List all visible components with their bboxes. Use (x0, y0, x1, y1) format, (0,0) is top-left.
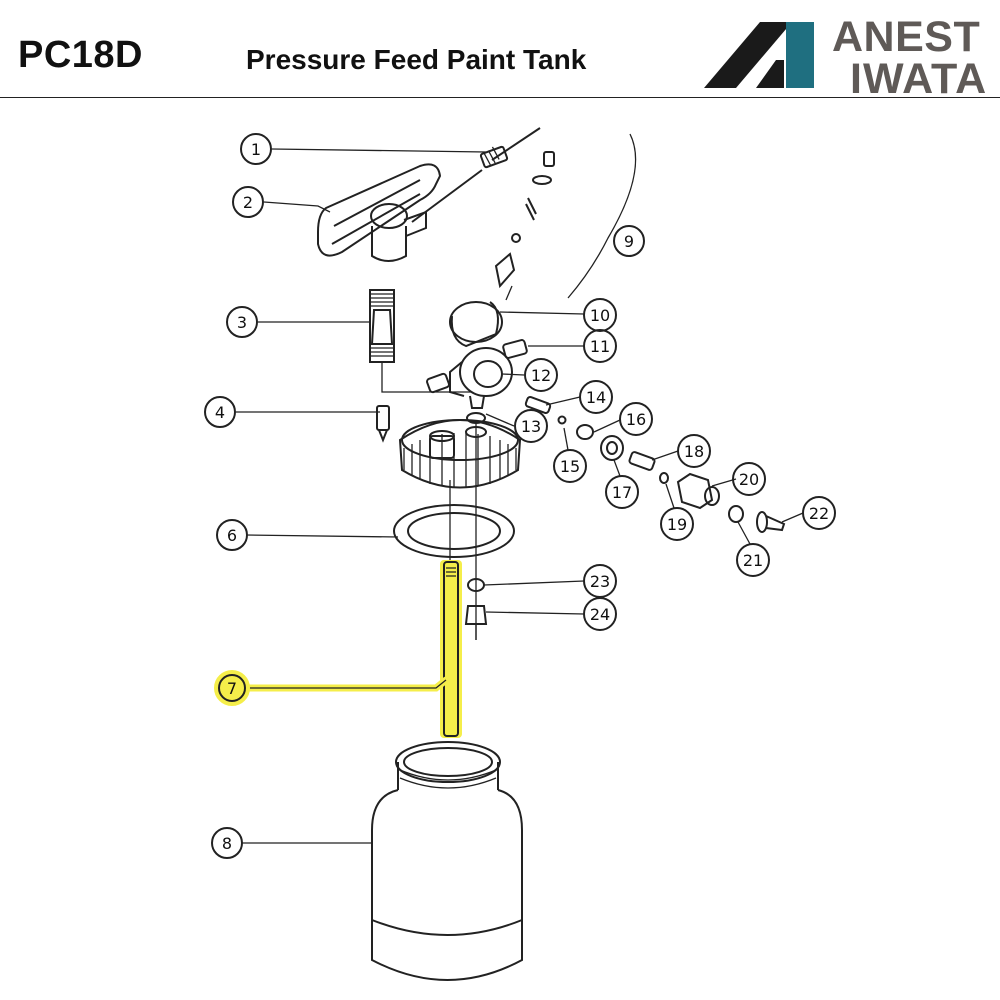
part-6-gasket-icon (393, 504, 515, 558)
callout-21: 21 (736, 543, 770, 577)
svg-text:9: 9 (624, 232, 634, 251)
part-9-valve-stack-icon (494, 151, 555, 301)
svg-text:16: 16 (626, 410, 646, 429)
svg-text:10: 10 (590, 306, 610, 325)
svg-text:24: 24 (590, 605, 610, 624)
part-10-gauge-icon (449, 301, 503, 348)
svg-text:8: 8 (222, 834, 232, 853)
part-11-fitting-icon (502, 339, 528, 359)
svg-text:19: 19 (667, 515, 687, 534)
callout-24: 24 (583, 597, 617, 631)
page-header: PC18D Pressure Feed Paint Tank ANEST IWA… (0, 0, 1000, 102)
exploded-parts-diagram: 1 2 3 4 6 7 8 9 10 11 12 13 14 15 16 17 … (204, 127, 836, 981)
svg-text:7: 7 (227, 679, 237, 698)
model-number: PC18D (18, 34, 143, 76)
part-12-regulator-body-icon (449, 347, 513, 409)
part-20-nut-icon (676, 472, 720, 510)
part-24-check-valve-icon (464, 605, 488, 640)
callout-9: 9 (613, 225, 645, 257)
callout-16: 16 (619, 402, 653, 436)
svg-text:11: 11 (590, 337, 610, 356)
part-3-adapter-icon (369, 289, 395, 363)
callout-13: 13 (514, 409, 548, 443)
part-1-fitting-icon (479, 145, 509, 169)
part-15-ball-icon (557, 415, 567, 425)
part-8-tank-icon (371, 741, 523, 981)
callout-19: 19 (660, 507, 694, 541)
part-14-spring-icon (524, 396, 552, 414)
svg-text:12: 12 (531, 366, 551, 385)
part-18-spring-icon (628, 451, 656, 471)
svg-text:15: 15 (560, 457, 580, 476)
callout-10: 10 (583, 298, 617, 332)
brand-name-line2: IWATA (850, 55, 988, 103)
callout-15: 15 (553, 449, 587, 483)
callout-8: 8 (211, 827, 243, 859)
part-2-t-handle-icon (317, 163, 442, 262)
part-13-o-ring-icon (466, 412, 486, 424)
callout-3: 3 (226, 306, 258, 338)
callout-17: 17 (605, 475, 639, 509)
svg-text:18: 18 (684, 442, 704, 461)
callouts: 1 2 3 4 6 7 8 9 10 11 12 13 14 15 16 17 … (204, 133, 836, 859)
callout-7-highlighted: 7 (214, 670, 250, 706)
part-19-washer-icon (659, 472, 669, 484)
svg-text:2: 2 (243, 193, 253, 212)
svg-text:1: 1 (251, 140, 261, 159)
callout-11: 11 (583, 329, 617, 363)
callout-23: 23 (583, 564, 617, 598)
brand-name-line1: ANEST (832, 13, 981, 61)
svg-text:22: 22 (809, 504, 829, 523)
callout-6: 6 (216, 519, 248, 551)
svg-text:3: 3 (237, 313, 247, 332)
part-21-washer-icon (728, 505, 744, 523)
svg-text:6: 6 (227, 526, 237, 545)
svg-text:13: 13 (521, 417, 541, 436)
callout-18: 18 (677, 434, 711, 468)
page-title: Pressure Feed Paint Tank (246, 44, 587, 75)
part-4-valve-icon (376, 405, 390, 443)
svg-text:14: 14 (586, 388, 606, 407)
svg-text:17: 17 (612, 483, 632, 502)
parts-drawing (317, 127, 786, 981)
callout-1: 1 (240, 133, 272, 165)
svg-text:4: 4 (215, 403, 225, 422)
svg-text:23: 23 (590, 572, 610, 591)
tank-lid-icon (398, 419, 522, 489)
part-22-knob-icon (756, 511, 786, 533)
part-16-seat-icon (576, 424, 594, 440)
callout-20: 20 (732, 462, 766, 496)
part-7-fluid-tube-icon (440, 560, 462, 738)
callout-22: 22 (802, 496, 836, 530)
svg-text:20: 20 (739, 470, 759, 489)
header-divider (0, 97, 1000, 98)
callout-12: 12 (524, 358, 558, 392)
callout-4: 4 (204, 396, 236, 428)
part-17-washer-icon (600, 435, 624, 461)
callout-14: 14 (579, 380, 613, 414)
leader-lines (236, 148, 804, 844)
svg-text:21: 21 (743, 551, 763, 570)
anest-iwata-logo-icon (704, 22, 814, 88)
callout-2: 2 (232, 186, 264, 218)
